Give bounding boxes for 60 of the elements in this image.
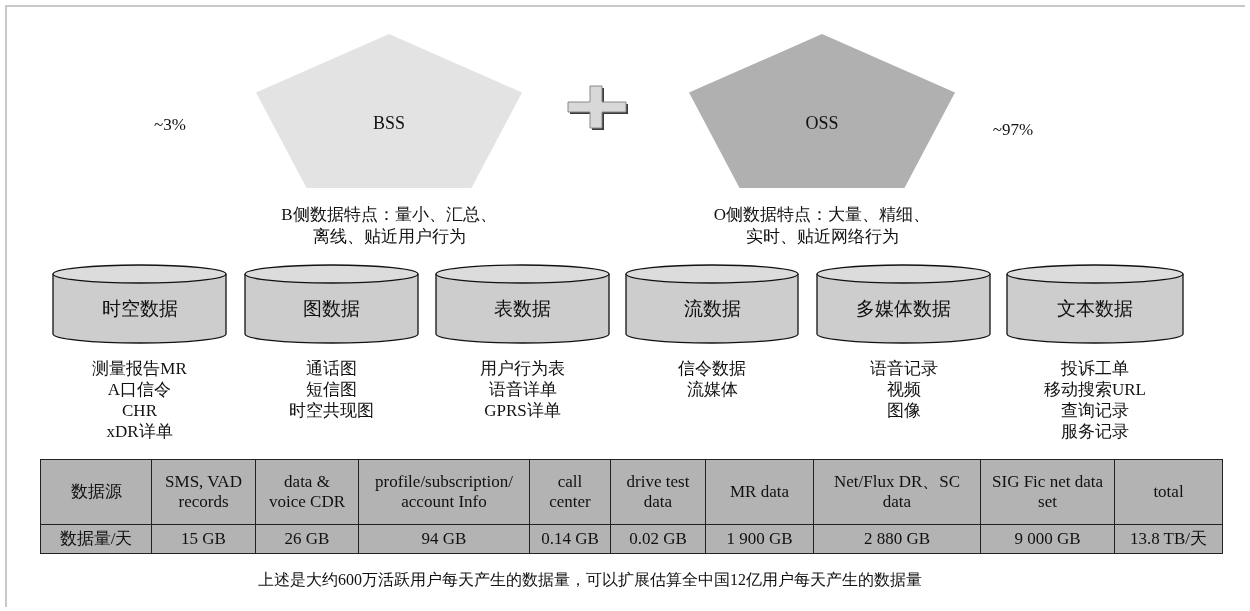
table-header-cell: SIG Fic net data set	[980, 459, 1115, 525]
database-cylinder	[1006, 264, 1184, 344]
list-item-text: 视频	[885, 379, 922, 400]
node-label: OSS	[804, 112, 840, 134]
table-cell: 1 900 GB	[705, 524, 814, 554]
description-text: O侧数据特点：大量、精细、实时、贴近网络行为	[712, 204, 932, 248]
pentagon-node	[689, 34, 955, 188]
table-cell: 9 000 GB	[980, 524, 1115, 554]
table-header-cell: total	[1114, 459, 1223, 525]
database-cylinder	[625, 264, 799, 344]
percentage-label: ~97%	[991, 119, 1035, 140]
list-item-text: GPRS详单	[483, 400, 562, 421]
list-item-text: 流媒体	[685, 379, 739, 400]
table-header-cell: profile/subscription/ account Info	[358, 459, 530, 525]
percentage-label: ~3%	[153, 114, 187, 135]
table-header-cell: call center	[529, 459, 611, 525]
database-cylinder	[52, 264, 227, 344]
list-item-text: 投诉工单	[1060, 358, 1130, 379]
list-item-text: 移动搜索URL	[1043, 379, 1147, 400]
database-cylinder	[244, 264, 419, 344]
table-cell: 15 GB	[151, 524, 256, 554]
list-item-text: xDR详单	[105, 421, 174, 442]
table-cell: 0.02 GB	[610, 524, 706, 554]
node-label: 多媒体数据	[855, 298, 952, 320]
description-text: B侧数据特点：量小、汇总、离线、贴近用户行为	[280, 204, 498, 248]
table-header-cell: Net/Flux DR、SC data	[813, 459, 981, 525]
list-item-text: 图像	[885, 400, 922, 421]
table-header-cell: MR data	[705, 459, 814, 525]
node-label: 文本数据	[1056, 298, 1134, 320]
list-item-text: 用户行为表	[479, 358, 566, 379]
table-header-cell: drive test data	[610, 459, 706, 525]
caption-text: 上述是大约600万活跃用户每天产生的数据量，可以扩展估算全中国12亿用户每天产生的数据量	[257, 570, 923, 590]
table-cell: 数据量/天	[40, 524, 152, 554]
list-item-text: 测量报告MR	[91, 358, 188, 379]
table-cell: 26 GB	[255, 524, 359, 554]
table-header-cell: data & voice CDR	[255, 459, 359, 525]
table-cell: 13.8 TB/天	[1114, 524, 1223, 554]
node-label: 表数据	[493, 298, 552, 320]
list-item-text: CHR	[121, 400, 158, 421]
list-item-text: A口信令	[106, 379, 173, 400]
list-item-text: 查询记录	[1060, 400, 1130, 421]
node-label: 时空数据	[100, 298, 179, 320]
node-label: BSS	[372, 112, 406, 134]
list-item-text: 信令数据	[677, 358, 747, 379]
pentagon-node	[256, 34, 522, 188]
table-cell: 2 880 GB	[813, 524, 981, 554]
list-item-text: 语音记录	[868, 358, 939, 379]
table-cell: 0.14 GB	[529, 524, 611, 554]
table-cell: 94 GB	[358, 524, 530, 554]
list-item-text: 服务记录	[1060, 421, 1130, 442]
database-cylinder	[435, 264, 610, 344]
list-item-text: 通话图	[305, 358, 358, 379]
table-header-cell: 数据源	[40, 459, 152, 525]
node-label: 流数据	[682, 298, 742, 320]
node-label: 图数据	[302, 298, 361, 320]
database-cylinder	[816, 264, 991, 344]
list-item-text: 时空共现图	[288, 400, 375, 421]
list-item-text: 语音详单	[487, 379, 558, 400]
list-item-text: 短信图	[305, 379, 358, 400]
table-header-cell: SMS, VAD records	[151, 459, 256, 525]
